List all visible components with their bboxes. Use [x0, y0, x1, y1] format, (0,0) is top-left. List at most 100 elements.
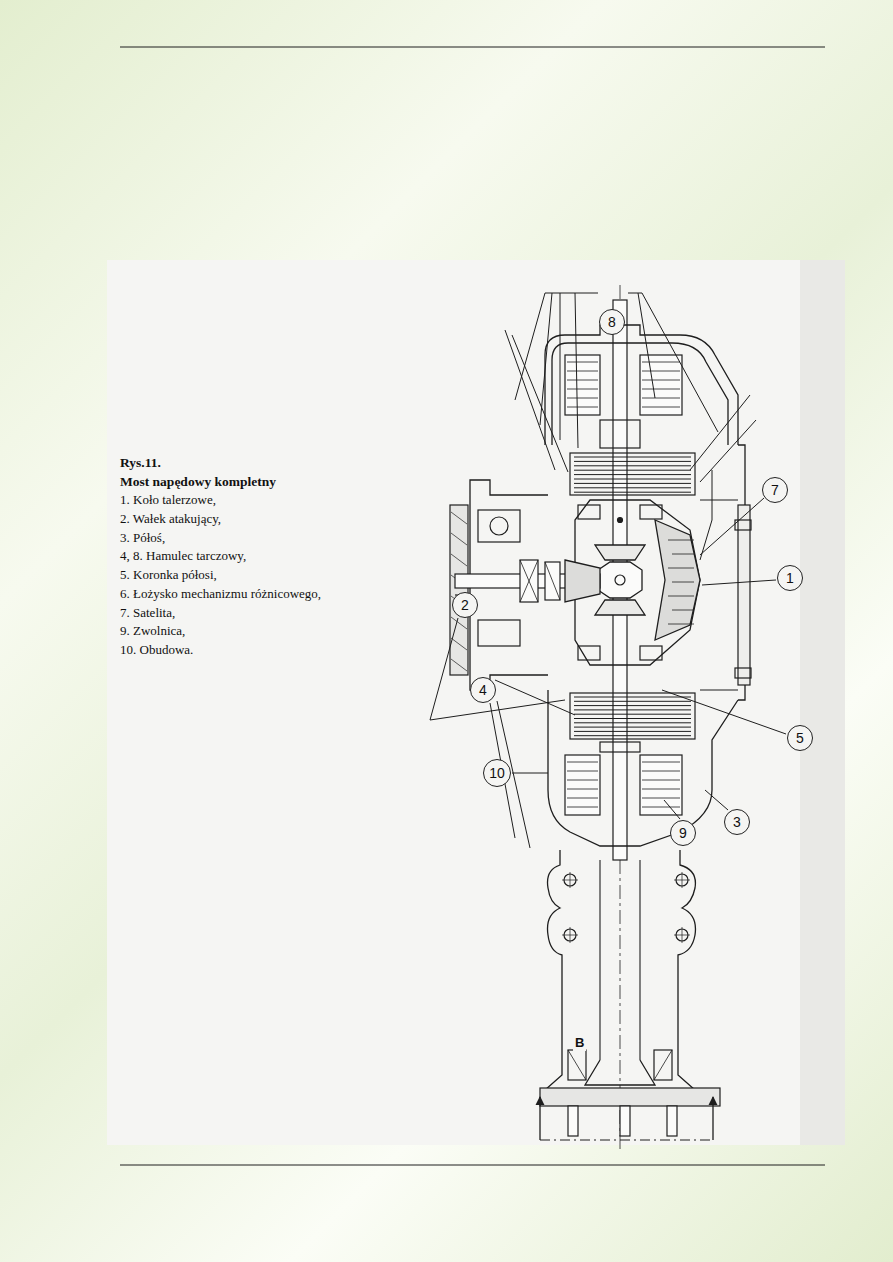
caption-line: 1. Koło talerzowe,	[120, 493, 216, 508]
hatch	[451, 659, 467, 671]
leader-line	[700, 420, 756, 482]
gear-tooth-line	[567, 762, 598, 763]
caption-line: 6. Łożysko mechanizmu różnicowego,	[120, 587, 321, 602]
planetary-gear	[640, 755, 682, 815]
gear-tooth-line	[642, 407, 680, 408]
leader-line	[628, 293, 642, 294]
leader-line	[638, 293, 655, 398]
brake-disc	[574, 697, 691, 698]
side-gear	[595, 600, 645, 615]
planetary-gear	[640, 355, 682, 415]
bearing-roller	[520, 560, 538, 602]
shaft-dot	[618, 518, 623, 523]
brake-disc	[574, 705, 691, 706]
diff-bearing	[578, 646, 600, 660]
ring-gear-tooth	[672, 554, 694, 555]
ring-gear-tooth	[668, 568, 694, 569]
callout-circle: 4	[470, 677, 496, 703]
brake-disc	[574, 709, 691, 710]
leader-line	[700, 498, 764, 555]
leader-line	[702, 580, 776, 585]
hole-centre-line	[570, 927, 571, 943]
brake-disc	[574, 731, 691, 732]
ring-gear-tooth	[668, 540, 694, 541]
leader-line	[515, 293, 545, 400]
caption-line: 4, 8. Hamulec tarczowy,	[120, 549, 246, 564]
pinion-nut	[490, 517, 508, 535]
pinion-nut-housing	[478, 510, 520, 542]
callout-number: 3	[733, 815, 741, 829]
callout-number: 2	[461, 598, 469, 612]
leader-line	[540, 293, 552, 425]
leader-line	[505, 330, 555, 470]
brake-disc-pack	[570, 453, 695, 495]
hatch	[451, 617, 467, 629]
leader-line	[495, 680, 575, 715]
wheel-flange	[540, 1088, 720, 1106]
callout-circle: 5	[787, 725, 813, 751]
callout-circle: 10	[483, 759, 511, 787]
scan-shadow	[800, 260, 845, 1145]
callout-circle: 3	[724, 809, 750, 835]
axle-shaft-edge	[599, 860, 600, 1060]
callout-circle: 1	[777, 565, 803, 591]
brake-disc	[574, 483, 691, 484]
planetary-gear	[565, 755, 600, 815]
scan-panel	[107, 260, 845, 1145]
leader-line	[664, 800, 680, 819]
brake-disc	[574, 487, 691, 488]
gear-tooth-line	[642, 798, 680, 799]
leader-line	[662, 690, 786, 734]
brake-disc	[574, 470, 691, 471]
brake-disc	[574, 714, 691, 715]
final-drive-cover	[545, 325, 738, 445]
section-arrow	[712, 1097, 713, 1140]
brake-disc	[574, 735, 691, 736]
brake-disc	[574, 727, 691, 728]
section-letter: B	[573, 1036, 586, 1051]
footer-rule	[120, 1165, 825, 1166]
ring-gear-tooth	[672, 610, 694, 611]
callout-number: 4	[479, 683, 487, 697]
brake-disc	[574, 479, 691, 480]
hatch	[451, 533, 467, 545]
caption-line: 3. Półoś,	[120, 531, 165, 546]
callout-number: 8	[608, 315, 616, 329]
brake-disc	[574, 461, 691, 462]
ring-gear-tooth	[668, 596, 694, 597]
pinion-bearing	[520, 560, 538, 602]
gear-tooth-line	[642, 762, 680, 763]
axle-drawing	[450, 285, 751, 1150]
gear-tooth-line	[642, 389, 680, 390]
leader-line	[690, 395, 750, 470]
gear-tooth-line	[642, 371, 680, 372]
ring-gear-tooth	[672, 582, 694, 583]
gear-tooth-line	[567, 371, 598, 372]
brake-disc	[574, 465, 691, 466]
leader-line	[512, 335, 568, 472]
brake-disc	[574, 474, 691, 475]
brake-disc-pack	[570, 693, 695, 739]
pinion-gear	[565, 560, 600, 602]
callout-number: 7	[771, 483, 779, 497]
leader-line	[575, 293, 578, 448]
satellite-gear	[598, 562, 642, 598]
caption-line: 7. Satelita,	[120, 606, 175, 621]
flange-bolt	[735, 668, 751, 678]
callout-circle: 9	[670, 820, 696, 846]
bearing-roller	[568, 1050, 586, 1080]
brake-disc	[574, 701, 691, 702]
housing-rib	[700, 499, 738, 500]
axle-shaft-edge	[639, 860, 640, 1060]
brake-disc	[574, 492, 691, 493]
wheel-stud	[568, 1106, 578, 1136]
caption-line: 9. Zwolnica,	[120, 624, 185, 639]
gear-tooth-line	[567, 398, 598, 399]
caption-line: 5. Koronka półosi,	[120, 568, 217, 583]
gear-tooth-line	[567, 380, 598, 381]
pinion-bearing	[545, 562, 560, 600]
leader-line	[642, 293, 718, 432]
gear-tooth-line	[567, 780, 598, 781]
planetary-gear	[565, 355, 600, 415]
gear-tooth-line	[642, 789, 680, 790]
